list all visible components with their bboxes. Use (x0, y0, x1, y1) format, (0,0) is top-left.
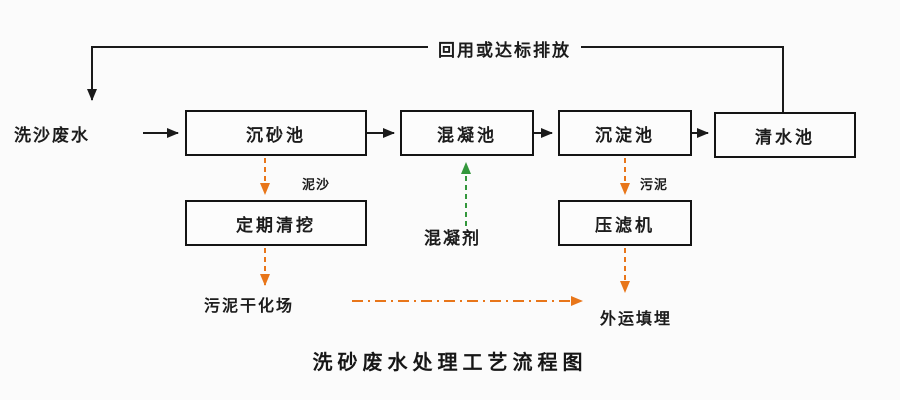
tank-clear-water: 清水池 (714, 112, 856, 158)
box-filter-press-label: 压滤机 (595, 215, 655, 236)
recycle-label: 回用或达标排放 (428, 34, 581, 63)
tank-coagulation-label: 混凝池 (437, 125, 497, 146)
tank-coagulation: 混凝池 (400, 110, 534, 156)
drying-field-label: 污泥干化场 (204, 296, 295, 315)
box-periodic-dredging: 定期清挖 (185, 200, 367, 246)
diagram-title: 洗砂废水处理工艺流程图 (312, 350, 588, 374)
sludge-label: 污泥 (640, 178, 669, 193)
tank-grit-chamber: 沉砂池 (185, 110, 367, 156)
box-periodic-dredging-label: 定期清挖 (236, 215, 316, 236)
tank-sedimentation: 沉淀池 (558, 110, 692, 156)
landfill-label: 外运填埋 (600, 309, 673, 328)
tank-clear-water-label: 清水池 (755, 127, 815, 148)
tank-grit-chamber-label: 沉砂池 (246, 125, 306, 146)
influent-label: 洗沙废水 (14, 126, 90, 146)
box-filter-press: 压滤机 (558, 200, 692, 246)
coagulant-label: 混凝剂 (424, 229, 481, 249)
tank-sedimentation-label: 沉淀池 (595, 125, 655, 146)
sediment-label: 泥沙 (302, 178, 331, 193)
